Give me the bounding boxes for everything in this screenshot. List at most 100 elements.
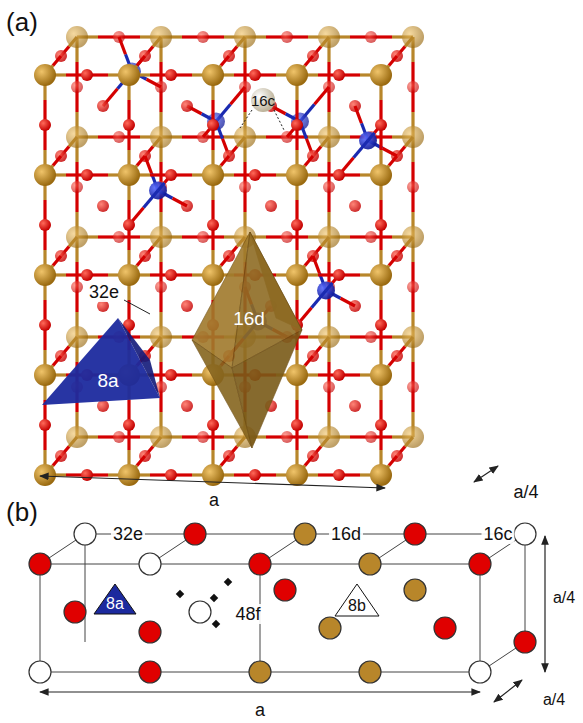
oxygen-atom: [249, 169, 261, 181]
oxygen-atom: [123, 419, 135, 431]
bond: [203, 129, 210, 137]
oxygen-atom: [197, 31, 209, 43]
cell-edge: [480, 564, 481, 672]
octahedral-atom: [150, 26, 172, 48]
oxygen-atom: [81, 169, 93, 181]
oxygen-atom: [207, 119, 219, 131]
dimension-arrow: [474, 466, 498, 482]
oxygen-atom: [165, 169, 177, 181]
oxygen-site: [514, 631, 536, 653]
site-label: 16d: [233, 309, 265, 328]
bond: [137, 56, 145, 66]
oxygen-atom: [165, 69, 177, 81]
octahedral-atom: [318, 226, 340, 248]
oxygen-site: [139, 661, 161, 683]
site-label: a/4: [513, 483, 538, 501]
octahedral-atom: [370, 464, 392, 486]
bond: [147, 79, 162, 87]
bond: [53, 56, 61, 66]
octahedral-site: [359, 661, 381, 683]
oxygen-atom: [291, 219, 303, 231]
bond: [237, 37, 245, 47]
oxygen-atom: [97, 400, 109, 412]
bond: [305, 156, 313, 166]
octahedral-atom: [202, 264, 224, 286]
tetrahedron-8a: [42, 318, 160, 405]
bond: [137, 156, 145, 166]
oxygen-atom: [197, 231, 209, 243]
oxygen-atom: [81, 269, 93, 281]
site-link: [274, 110, 284, 130]
bond: [315, 87, 330, 104]
octahedral-atom: [150, 326, 172, 348]
site-label: 8a: [97, 371, 118, 390]
oxygen-site: [404, 523, 426, 545]
octahedral-atom: [150, 226, 172, 248]
oxygen-atom: [375, 319, 387, 331]
site-label: 16c: [481, 524, 514, 544]
oxygen-atom: [207, 219, 219, 231]
oxygen-atom: [349, 400, 361, 412]
bond: [53, 256, 61, 266]
oxygen-atom: [375, 419, 387, 431]
oxygen-site: [274, 579, 296, 601]
bond: [221, 256, 229, 266]
bond: [405, 137, 413, 147]
oxygen-atom: [165, 469, 177, 481]
bond: [389, 156, 397, 166]
octahedral-atom: [402, 226, 424, 248]
site-label: a: [209, 491, 219, 509]
diamond-marker: [224, 578, 232, 586]
oxygen-atom: [375, 119, 387, 131]
bond: [321, 337, 329, 347]
bond: [221, 56, 229, 66]
oxygen-atom: [333, 269, 345, 281]
oxygen-atom: [39, 119, 51, 131]
bond: [137, 456, 145, 466]
bond: [173, 198, 188, 206]
octahedral-atom: [402, 26, 424, 48]
oxygen-atom: [123, 219, 135, 231]
oxygen-atom: [323, 181, 335, 193]
oxygen-atom: [39, 419, 51, 431]
dimension-arrow: [40, 476, 385, 488]
tetrahedral-site-8b: [335, 584, 379, 616]
octahedral-atom: [118, 464, 140, 486]
octahedral-atom: [34, 264, 56, 286]
site-label: 16d: [329, 524, 363, 544]
cell-edge: [85, 534, 86, 642]
bond: [305, 456, 313, 466]
oxygen-atom: [281, 231, 293, 243]
bond: [53, 356, 61, 366]
bond: [145, 156, 152, 173]
oxygen-atom: [333, 469, 345, 481]
oxygen-atom: [97, 100, 109, 112]
octahedral-atom: [286, 164, 308, 186]
oxygen-atom: [365, 31, 377, 43]
leader-line: [124, 300, 150, 314]
oxygen-atom: [407, 181, 419, 193]
oxygen-atom: [207, 419, 219, 431]
oxygen-atom: [249, 469, 261, 481]
bond: [368, 133, 375, 141]
tetrahedral-atom: [291, 113, 309, 131]
bond: [153, 337, 161, 347]
octahedral-atom: [66, 126, 88, 148]
bond: [321, 137, 329, 147]
bond: [231, 87, 246, 104]
vacant-site: [139, 553, 161, 575]
dimension-arrow: [40, 691, 480, 692]
bond: [287, 129, 294, 137]
octahedral-site: [404, 579, 426, 601]
oxygen-atom: [181, 400, 193, 412]
site-label: 32e: [87, 282, 121, 302]
site-label: 16c: [251, 93, 275, 108]
site-label: 48f: [233, 604, 262, 624]
oxygen-atom: [71, 181, 83, 193]
bond: [69, 137, 77, 147]
bond: [69, 237, 77, 247]
bond: [313, 256, 320, 273]
octahedral-atom: [66, 426, 88, 448]
oxygen-atom: [81, 469, 93, 481]
